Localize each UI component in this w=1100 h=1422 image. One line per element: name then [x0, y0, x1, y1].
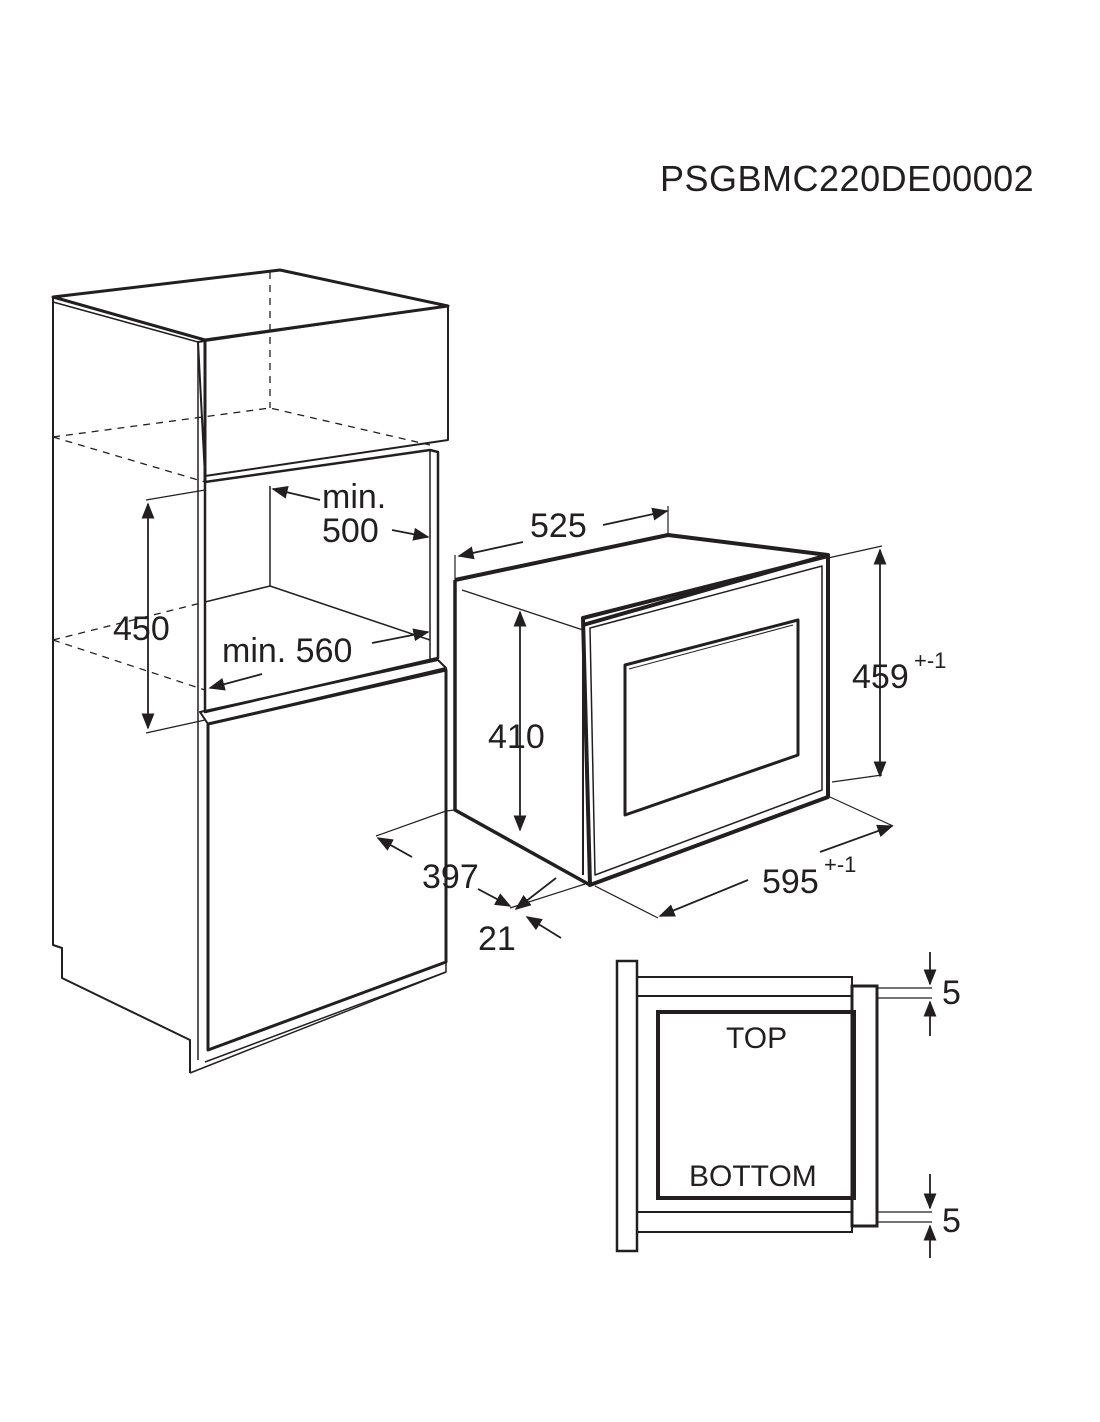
- dim-595-tolerance: +-1: [824, 852, 856, 877]
- dim-21-arrow-left: [514, 877, 557, 910]
- dim-397-arrow-right: [477, 888, 512, 907]
- dim-595-label: 595: [762, 863, 819, 901]
- detail-niche-inner: [656, 1010, 856, 1200]
- cabinet-lower-door: [199, 659, 447, 725]
- dim-397-label: 397: [422, 858, 479, 896]
- gap-bottom-label: 5: [942, 1202, 961, 1240]
- appliance-front-frame: [581, 554, 830, 887]
- detail-wall: [615, 959, 639, 1253]
- dim-21-arrow-right: [525, 916, 562, 939]
- dim-525-arrow-left: [457, 541, 524, 560]
- cabinet-left-side: [52, 297, 191, 1073]
- dim-min-label: min.: [322, 478, 386, 516]
- cabinet-niche: [203, 448, 440, 714]
- dim-560-arrow-left: [208, 673, 263, 691]
- appliance-dimensions: [375, 506, 894, 939]
- dim-595-arrow-left: [658, 879, 749, 917]
- dim-595-arrow-right: [819, 824, 894, 853]
- dim-459-tolerance: +-1: [914, 648, 946, 673]
- gap-top-label: 5: [942, 974, 961, 1012]
- cabinet: [51, 268, 450, 1074]
- detail-top-label: TOP: [726, 1022, 787, 1055]
- dim-410-label: 410: [488, 718, 545, 756]
- dim-525-label: 525: [530, 507, 587, 545]
- dim-459-label: 459: [852, 658, 909, 696]
- dim-21-label: 21: [478, 920, 516, 958]
- appliance-top: [454, 533, 830, 627]
- dim-560-label: min. 560: [222, 632, 352, 670]
- cabinet-top: [51, 268, 450, 342]
- dim-500-arrow-right: [391, 527, 430, 541]
- dim-397-arrow-left: [376, 837, 413, 858]
- dim-450-label: 450: [113, 610, 170, 648]
- document-code: PSGBMC220DE00002: [660, 158, 1035, 199]
- appliance-window: [623, 618, 800, 817]
- detail-appliance-frame: [850, 984, 879, 1228]
- gap-detail: [615, 959, 932, 1253]
- appliance: [453, 533, 830, 887]
- dim-500-label: 500: [322, 512, 379, 550]
- dim-525-arrow-right: [602, 507, 669, 526]
- cabinet-upper-panel: [197, 305, 449, 477]
- cabinet-dimensions: [141, 486, 430, 734]
- dim-560-arrow-right: [371, 628, 430, 644]
- detail-bottom-label: BOTTOM: [689, 1160, 817, 1193]
- dim-500-arrow-left: [271, 486, 321, 501]
